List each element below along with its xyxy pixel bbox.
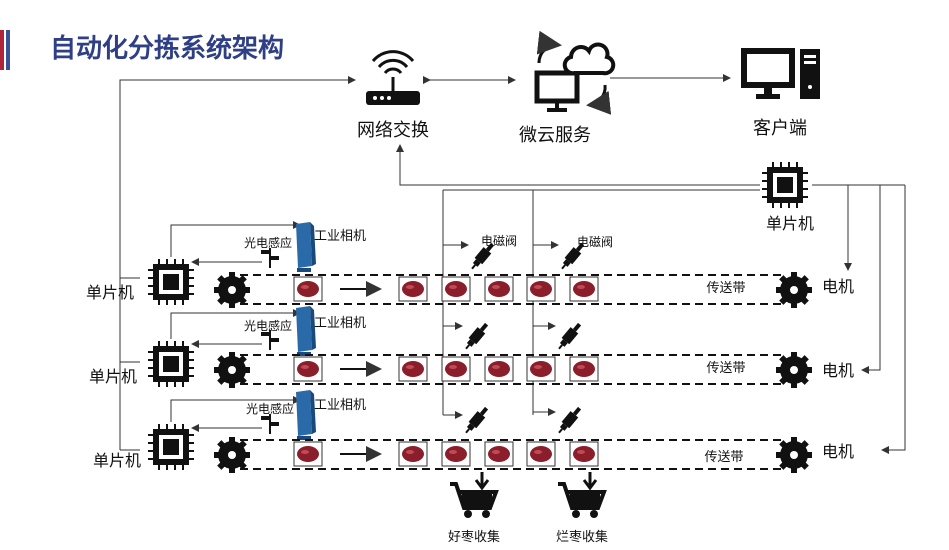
line-3-gear-left-icon	[214, 437, 250, 473]
line-2-gear-left-icon	[214, 352, 250, 388]
good-bin-label: 好枣收集	[448, 529, 500, 545]
line-1-jujube	[484, 276, 514, 302]
line-2-jujube	[441, 356, 471, 382]
line-3-jujube	[398, 441, 428, 467]
line-1-jujube	[398, 276, 428, 302]
line-1: 单片机 光电感应 工业相机 传送带 电机 电磁阀 电磁阀	[86, 221, 854, 308]
line-3-mcu-label: 单片机	[93, 451, 141, 470]
line-1-motor-label: 电机	[822, 277, 854, 296]
line-2-jujube	[569, 356, 599, 382]
line-3: 单片机 光电感应 工业相机 传送带 电机	[93, 390, 854, 473]
line-1-jujube	[526, 276, 556, 302]
line-1-camera-label: 工业相机	[314, 229, 366, 244]
line-3-mcu-chip-icon	[147, 423, 195, 471]
line-1-jujube	[441, 276, 471, 302]
line-3-gear-right-icon	[776, 437, 812, 473]
title-accent-blue	[6, 30, 10, 70]
line-2-jujube	[484, 356, 514, 382]
line-3-jujube	[484, 441, 514, 467]
line-1-valve-good-label: 电磁阀	[481, 233, 517, 248]
client-label: 客户端	[753, 118, 807, 139]
line-2-motor-label: 电机	[822, 361, 854, 380]
main-mcu-network-link	[396, 144, 760, 186]
main-mcu-chip-icon	[761, 161, 809, 209]
title-accent-red	[0, 30, 4, 70]
line-3-jujube	[441, 441, 471, 467]
line-1-jujube	[569, 276, 599, 302]
line-2-sensor-label: 光电感应	[244, 318, 292, 333]
line-2-jujube	[398, 356, 428, 382]
line-3-belt-label: 传送带	[704, 450, 743, 465]
line-3-motor-label: 电机	[822, 442, 854, 461]
line-2-jujube	[293, 356, 323, 382]
line-1-belt-label: 传送带	[706, 281, 745, 296]
page-title: 自动化分拣系统架构	[50, 34, 285, 64]
line-3-sensor-label: 光电感应	[246, 401, 294, 416]
router-icon	[366, 50, 420, 105]
line-2-camera-label: 工业相机	[314, 316, 366, 331]
line-2: 单片机 光电感应 工业相机 传送带 电机	[89, 306, 854, 388]
line-1-mcu-label: 单片机	[86, 283, 134, 302]
line-2-belt-label: 传送带	[706, 361, 745, 376]
line-1-sensor-label: 光电感应	[244, 235, 292, 250]
mcu-network-link	[119, 76, 356, 450]
line-2-gear-right-icon	[776, 352, 812, 388]
line-3-valve-good-icon	[461, 403, 492, 437]
network-switch-label: 网络交换	[357, 120, 429, 141]
cloud-sync-icon	[534, 30, 616, 115]
main-mcu-label: 单片机	[766, 214, 814, 233]
line-1-mcu-chip-icon	[147, 258, 195, 306]
line-2-camera-icon	[296, 306, 316, 356]
cloud-service-label: 微云服务	[519, 125, 591, 146]
line-1-jujube	[293, 276, 323, 302]
line-2-mcu-label: 单片机	[89, 367, 137, 386]
line-1-sensor-icon	[260, 247, 280, 269]
line-3-sensor-icon	[260, 413, 280, 435]
desktop-computer-icon	[741, 48, 820, 99]
line-2-jujube	[526, 356, 556, 382]
line-1-gear-right-icon	[776, 272, 812, 308]
good-bin-cart-icon	[448, 470, 498, 520]
line-3-camera-label: 工业相机	[314, 398, 366, 413]
line-2-sensor-icon	[260, 329, 280, 351]
line-1-valve-bad-label: 电磁阀	[577, 234, 613, 249]
line-2-mcu-chip-icon	[147, 340, 195, 388]
line-1-gear-left-icon	[214, 272, 250, 308]
line-3-jujube	[526, 441, 556, 467]
line-2-valve-bad-icon	[554, 319, 585, 353]
bad-bin-label: 烂枣收集	[556, 529, 608, 545]
bad-bin-cart-icon	[556, 470, 606, 520]
line-3-jujube	[293, 441, 323, 467]
line-3-jujube	[569, 441, 599, 467]
line-2-valve-good-icon	[461, 319, 492, 353]
line-3-valve-bad-icon	[554, 403, 585, 437]
